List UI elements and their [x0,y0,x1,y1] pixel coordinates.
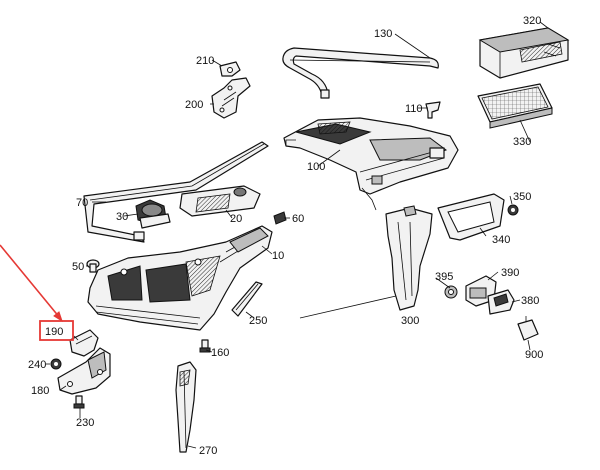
part-110-clip [425,101,441,119]
part-300-duct [385,205,433,311]
label-340: 340 [492,234,510,246]
label-200: 200 [185,99,203,111]
label-130: 130 [374,28,392,40]
part-160-bolt [199,339,211,353]
label-270: 270 [199,445,217,457]
part-200-bracket [211,77,251,119]
label-20: 20 [230,213,242,225]
label-210: 210 [196,55,214,67]
label-250: 250 [249,315,267,327]
part-330-cabin-filter [477,83,553,129]
leader-lines [46,21,549,449]
label-320: 320 [523,15,541,27]
part-130-seal-strip [282,47,439,99]
label-30: 30 [116,211,128,223]
part-270-pillar-trim [175,361,197,453]
part-350-nut [507,204,519,216]
part-50-grommet [86,259,100,273]
label-160: 160 [211,347,229,359]
label-395: 395 [435,271,453,283]
part-100-plenum [283,117,459,211]
part-labels: 130 320 330 210 200 110 100 70 30 20 60 … [28,15,543,457]
label-900: 900 [525,349,543,361]
highlight-arrowhead [53,311,63,323]
highlight-arrow [0,244,61,319]
label-380: 380 [521,295,539,307]
label-180: 180 [31,385,49,397]
label-300: 300 [401,315,419,327]
part-180-bracket [57,347,111,395]
part-20-cover [179,185,261,217]
part-30-actuator [135,199,171,229]
label-110: 110 [405,103,423,115]
label-60: 60 [292,213,304,225]
part-320-filter-housing [478,27,570,79]
part-230-bolt [73,395,85,409]
part-70-seal-frame [83,141,269,243]
part-60-clip [273,211,287,225]
label-230: 230 [76,417,94,429]
part-340-frame [437,193,505,241]
label-390: 390 [501,267,519,279]
part-240-nut [50,358,62,370]
label-10: 10 [272,250,284,262]
label-50: 50 [72,261,84,273]
label-190: 190 [45,326,63,338]
label-70: 70 [76,197,88,209]
part-190-bracket [69,329,99,357]
label-100: 100 [307,161,325,173]
part-900-cable-tag [517,316,539,341]
label-350: 350 [513,191,531,203]
part-380-connector [487,289,515,315]
label-330: 330 [513,136,531,148]
highlight-callout [0,244,74,341]
label-240: 240 [28,359,46,371]
part-250-trim-strip [231,281,263,317]
part-210-bracket [219,61,241,77]
highlight-box [39,320,74,341]
part-10-cowl-panel [87,225,273,331]
part-395-grommet [444,285,458,299]
